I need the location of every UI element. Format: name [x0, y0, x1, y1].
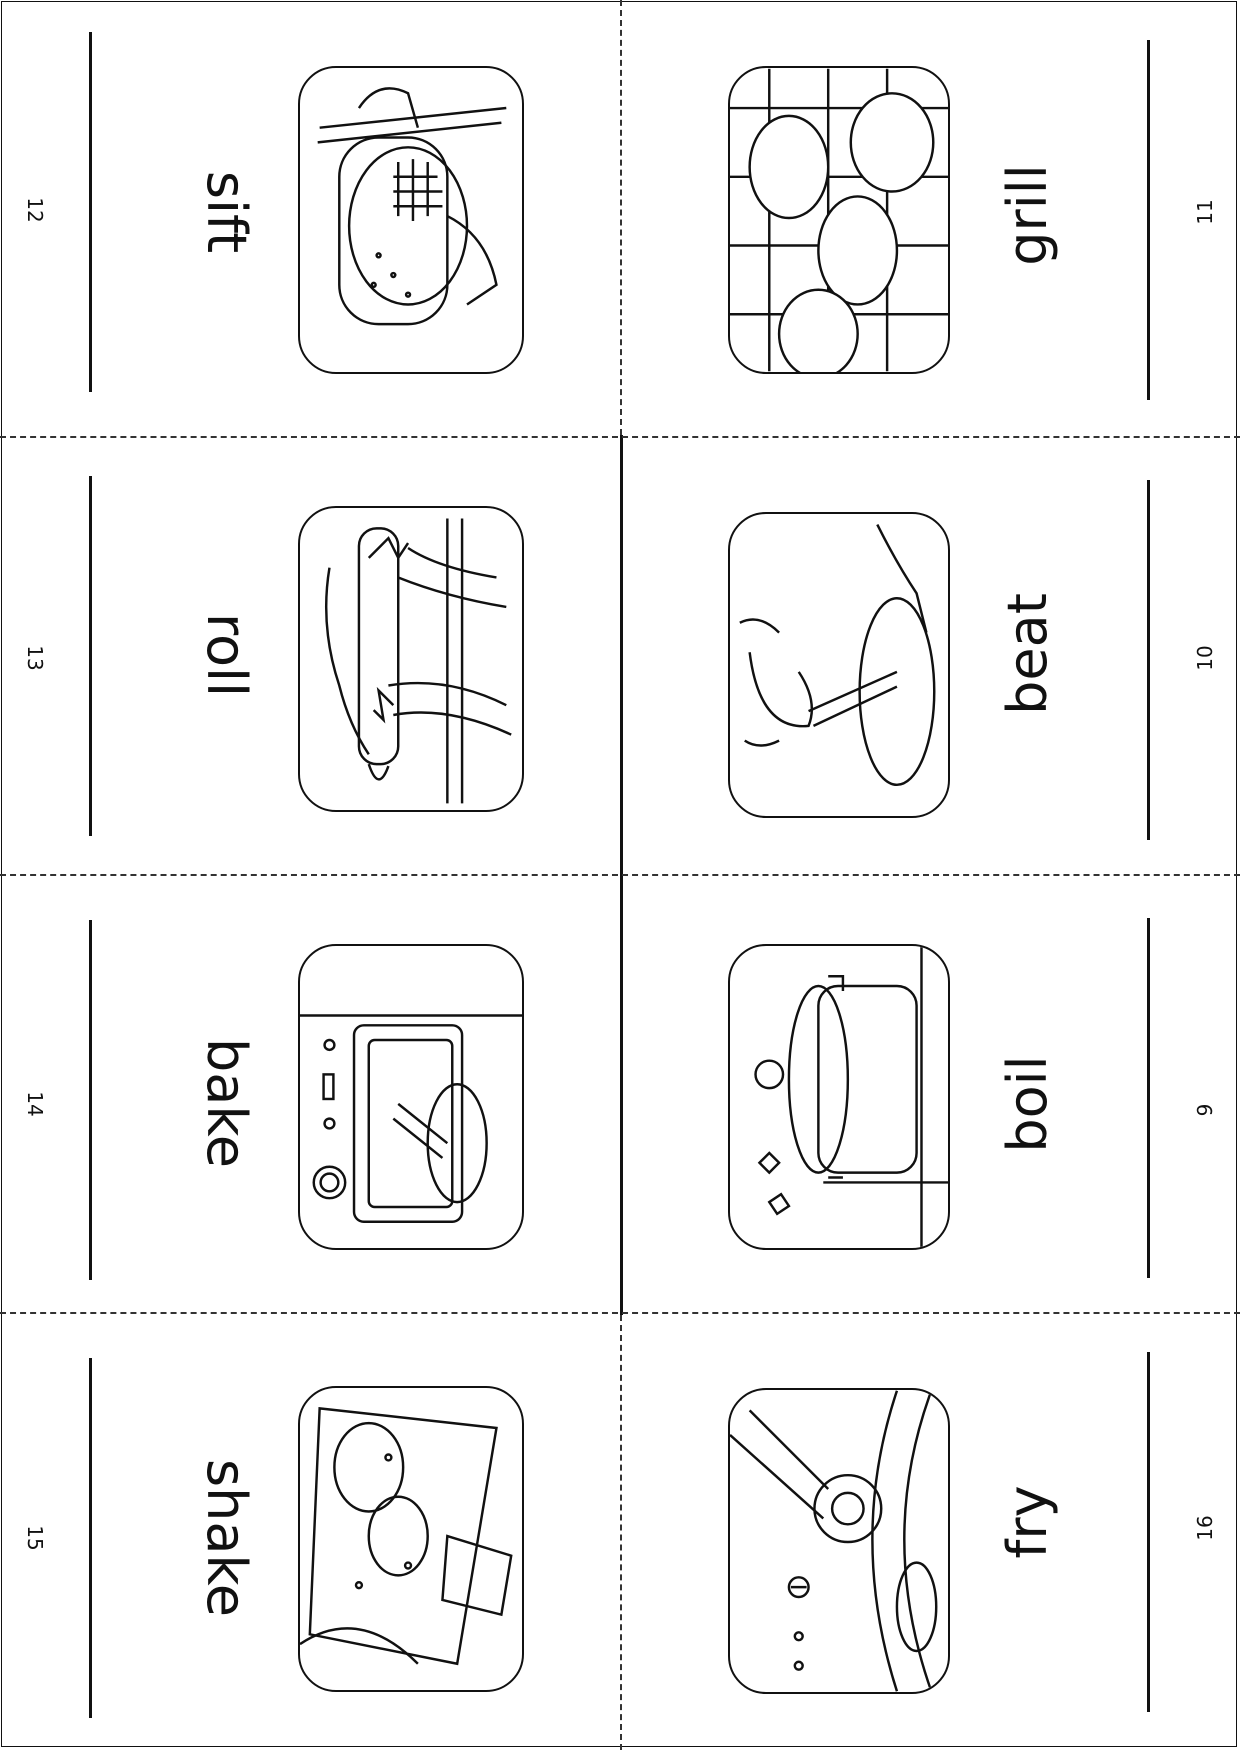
card-grill: 11 grill: [622, 0, 1240, 436]
page-number: 10: [1193, 645, 1217, 671]
card-boil: 9 boil: [622, 876, 1240, 1312]
page-number: 11: [1193, 199, 1217, 225]
fry-illustration-icon: [728, 1388, 950, 1694]
cut-line-3: [0, 1312, 1240, 1314]
cut-line-1: [0, 436, 1240, 438]
write-line: [89, 32, 92, 392]
write-line: [1147, 918, 1150, 1278]
page-number: 9: [1193, 1103, 1217, 1117]
cut-line-2: [0, 874, 1240, 876]
action-word: boil: [996, 1055, 1059, 1153]
sift-illustration-icon: [298, 66, 524, 374]
write-line: [89, 920, 92, 1280]
page-number: 13: [23, 645, 47, 671]
shake-illustration-icon: [298, 1386, 524, 1692]
write-line: [89, 1358, 92, 1718]
action-word: fry: [996, 1485, 1059, 1559]
write-line: [89, 476, 92, 836]
write-line: [1147, 1352, 1150, 1712]
beat-illustration-icon: [728, 512, 950, 818]
page-number: 16: [1193, 1515, 1217, 1541]
card-roll: 13 roll: [0, 438, 618, 874]
action-word: roll: [195, 612, 258, 698]
action-word: grill: [996, 164, 1059, 266]
roll-illustration-icon: [298, 506, 524, 812]
grill-illustration-icon: [728, 66, 950, 374]
bake-illustration-icon: [298, 944, 524, 1250]
action-word: sift: [195, 170, 258, 254]
page-number: 12: [23, 197, 47, 223]
write-line: [1147, 480, 1150, 840]
write-line: [1147, 40, 1150, 400]
action-word: bake: [195, 1038, 258, 1168]
center-divider-dashed-top: [620, 0, 622, 435]
page-number: 14: [23, 1091, 47, 1117]
card-sift: 12 sift: [0, 0, 618, 436]
page-number: 15: [23, 1525, 47, 1551]
card-fry: 16 fry: [622, 1314, 1240, 1750]
center-divider-dashed-bottom: [620, 1315, 622, 1750]
card-bake: 14 bake: [0, 876, 618, 1312]
boil-illustration-icon: [728, 944, 950, 1250]
action-word: beat: [996, 593, 1059, 715]
card-shake: 15 shake: [0, 1314, 618, 1750]
action-word: shake: [195, 1458, 258, 1618]
card-beat: 10 beat: [622, 438, 1240, 874]
